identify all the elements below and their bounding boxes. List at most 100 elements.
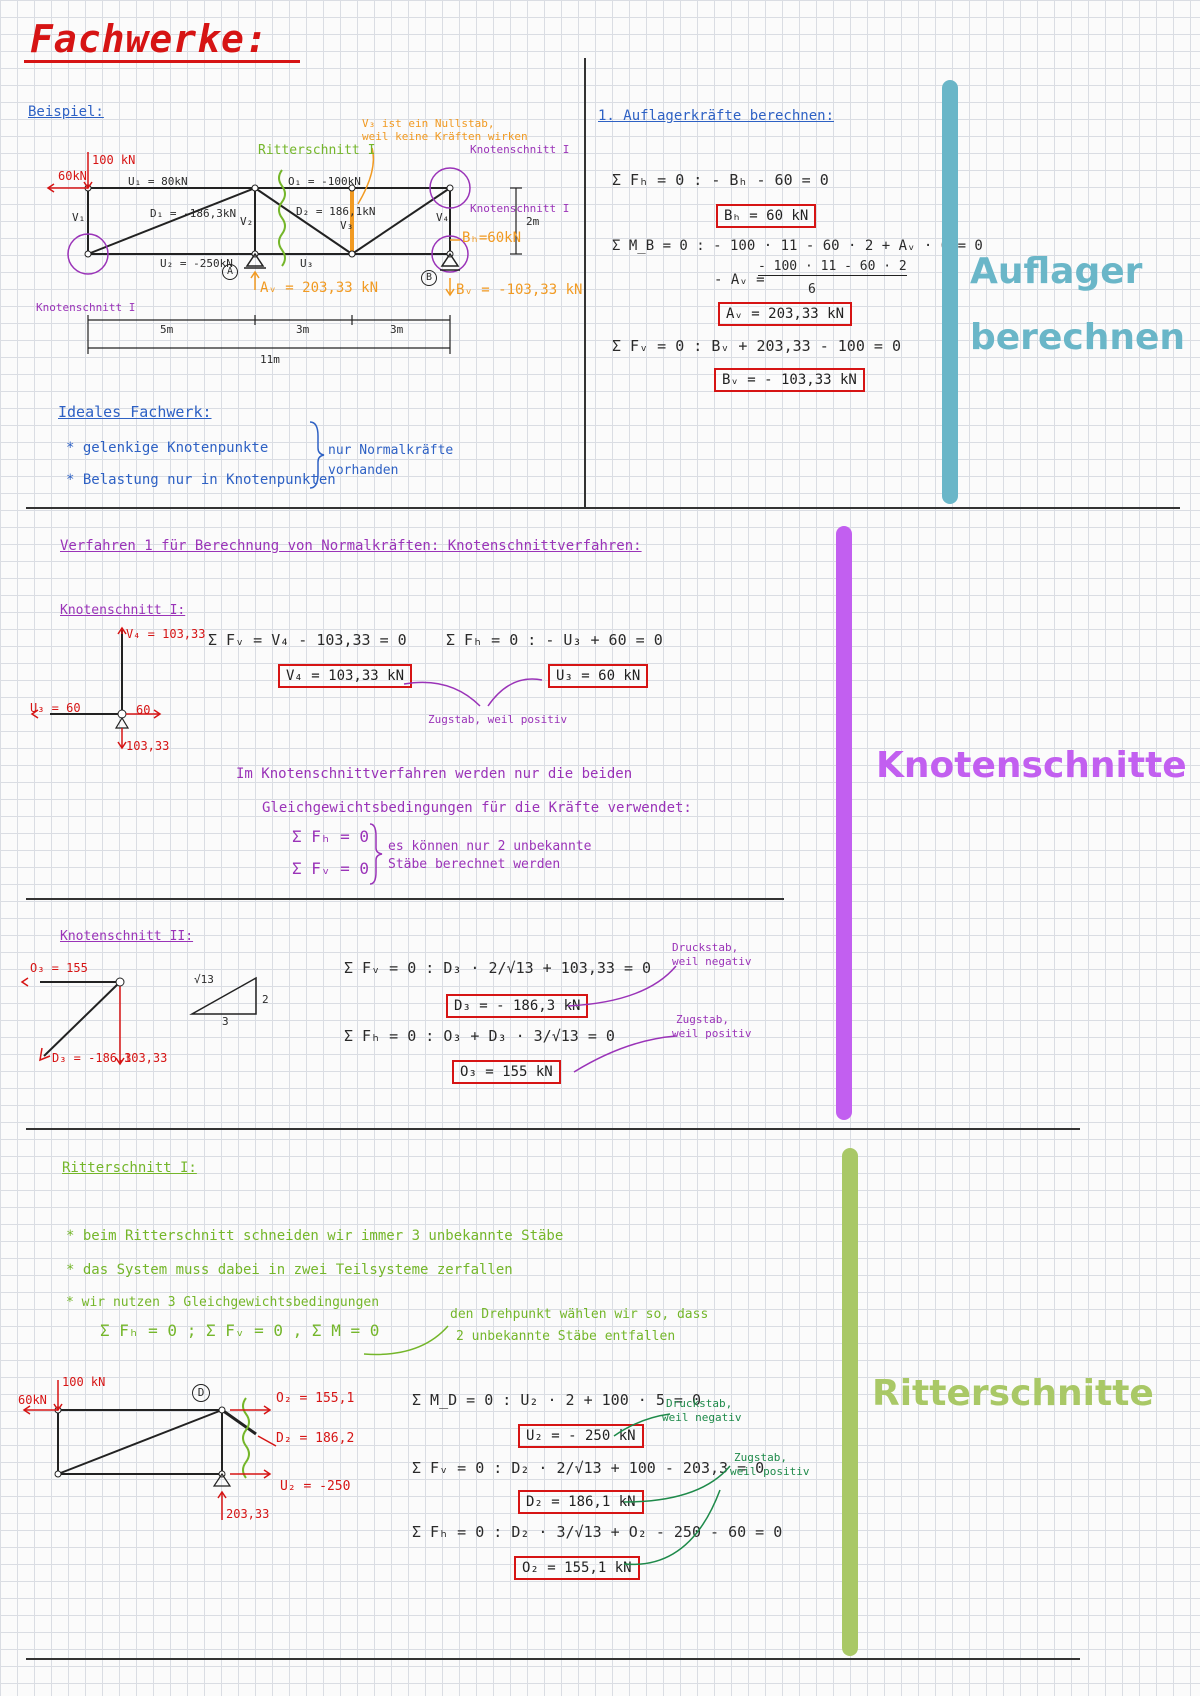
k1-eq-fh: Σ Fₕ = 0 : - U₃ + 60 = 0 xyxy=(446,631,663,649)
ritter-pivot-note-1: den Drehpunkt wählen wir so, dass xyxy=(450,1307,709,1322)
k2-node-diagram xyxy=(20,977,125,1066)
k1-103-label: 103,33 xyxy=(126,739,170,753)
k2-note-zug-1: Zugstab, xyxy=(676,1013,729,1026)
k1-arrows xyxy=(403,678,543,707)
ritter-d2-label: D₂ = 186,2 xyxy=(276,1431,355,1446)
k2-note-druck-2: weil negativ xyxy=(672,955,752,968)
knotenschnitt-left-label: Knotenschnitt I xyxy=(36,301,136,314)
auflager-eq-av-denominator: 6 xyxy=(808,282,816,297)
ritter-bottom-divider xyxy=(26,1658,1080,1660)
ritter-bullet-2: * das System muss dabei in zwei Teilsyst… xyxy=(66,1262,513,1278)
av-reaction-label: Aᵥ = 203,33 kN xyxy=(260,280,379,296)
v3-note-line1: V₃ ist ein Nullstab, xyxy=(362,117,495,130)
dim-3m-b: 3m xyxy=(390,323,404,336)
ritter-result-o2: O₂ = 155,1 kN xyxy=(514,1556,640,1580)
ritter-diagram xyxy=(22,1380,277,1520)
support-b-label: B xyxy=(421,270,437,286)
title-underline xyxy=(24,60,300,63)
knoten-divider xyxy=(26,898,784,900)
k2-arrows xyxy=(567,965,677,1073)
ideal-note-1: nur Normalkräfte xyxy=(328,443,454,458)
auflager-side-label-1: Auflager xyxy=(970,251,1143,292)
k1-eq-fv: Σ Fᵥ = V₄ - 103,33 = 0 xyxy=(208,631,407,649)
k2-triangle-2: 2 xyxy=(262,993,269,1006)
auflager-eq-av-lhs: - Aᵥ = xyxy=(714,272,765,288)
auflager-heading: 1. Auflagerkräfte berechnen: xyxy=(598,108,835,124)
v2-label: V₂ xyxy=(240,215,254,228)
auflager-side-bar xyxy=(942,80,958,504)
ritter-203-label: 203,33 xyxy=(226,1507,270,1521)
k2-note-druck-1: Druckstab, xyxy=(672,941,739,954)
dim-11m: 11m xyxy=(260,353,280,366)
ritter-side-label: Ritterschnitte xyxy=(872,1373,1154,1414)
k2-d3-label: D₃ = -186,3 xyxy=(52,1051,132,1065)
dim-5m: 5m xyxy=(160,323,174,336)
ritter-note-zug-1: Zugstab, xyxy=(734,1451,787,1464)
bv-reaction-label: Bᵥ = -103,33 kN xyxy=(456,282,583,298)
ritter-note-zug-2: weil positiv xyxy=(730,1465,810,1478)
ritter-bullet-3: * wir nutzen 3 Gleichgewichtsbedingungen xyxy=(66,1295,380,1310)
truss-diagram xyxy=(46,147,522,354)
load-60-label: 60kN xyxy=(58,169,87,183)
u1-label: U₁ = 80kN xyxy=(128,175,188,188)
v3-note-line2: weil keine Kräften wirken xyxy=(362,130,528,143)
ritter-load-60: 60kN xyxy=(18,1393,47,1407)
k1-v4-label: V₄ = 103,33 xyxy=(126,627,206,641)
k2-note-zug-2: weil positiv xyxy=(672,1027,752,1040)
support-a-label: A xyxy=(222,264,238,280)
auflager-result-bh: Bₕ = 60 kN xyxy=(716,204,817,228)
bh-reaction-label: Bₕ=60kN xyxy=(462,230,522,246)
k2-o3-label: O₃ = 155 xyxy=(30,961,88,975)
u2-label: U₂ = -250kN xyxy=(160,257,233,270)
u3-label: U₃ xyxy=(300,257,314,270)
k2-triangle xyxy=(189,976,257,1015)
ideal-bullet-2: * Belastung nur in Knotenpunkten xyxy=(66,472,336,488)
knotenschnitt-top-label: Knotenschnitt I xyxy=(470,143,570,156)
ritter-side-bar xyxy=(842,1148,858,1656)
ritter-eq-md: Σ M_D = 0 : U₂ · 2 + 100 · 5 = 0 xyxy=(412,1391,701,1409)
auflager-eq-mb: Σ M_B = 0 : - 100 · 11 - 60 · 2 + Aᵥ · 6… xyxy=(612,238,983,254)
section1-divider-horizontal xyxy=(26,507,1180,509)
beispiel-label: Beispiel: xyxy=(28,104,104,120)
ritter-result-d2: D₂ = 186,1 kN xyxy=(518,1490,644,1514)
knoten-section-divider xyxy=(26,1128,1080,1130)
v3-label: V₃ xyxy=(340,219,354,232)
auflager-result-av: Aᵥ = 203,33 kN xyxy=(718,302,853,326)
ideal-note-2: vorhanden xyxy=(328,463,399,478)
ritter-result-u2: U₂ = - 250 kN xyxy=(518,1424,644,1448)
k2-eq-fh: Σ Fₕ = 0 : O₃ + D₃ · 3/√13 = 0 xyxy=(344,1027,615,1045)
ritter-pivot-arrow xyxy=(363,1325,449,1356)
k1-sum-fv: Σ Fᵥ = 0 xyxy=(292,859,370,878)
dim-3m-a: 3m xyxy=(296,323,310,336)
k1-text-1: Im Knotenschnittverfahren werden nur die… xyxy=(236,766,633,782)
k1-brace-text-2: Stäbe berechnet werden xyxy=(388,857,561,872)
k2-eq-fv: Σ Fᵥ = 0 : D₃ · 2/√13 + 103,33 = 0 xyxy=(344,959,652,977)
ritter-pivot-note-2: 2 unbekannte Stäbe entfallen xyxy=(456,1329,676,1344)
knotenschnitt-right-label: Knotenschnitt I xyxy=(470,202,570,215)
ideal-brace xyxy=(309,421,325,489)
k1-60-label: 60 xyxy=(136,703,151,717)
k1-title: Knotenschnitt I: xyxy=(60,603,186,618)
k2-triangle-3: 3 xyxy=(222,1015,229,1028)
dim-2m: 2m xyxy=(526,215,540,228)
knoten-heading: Verfahren 1 für Berechnung von Normalkrä… xyxy=(60,538,642,554)
knoten-side-label: Knotenschnitte xyxy=(876,745,1187,786)
v1-label: V₁ xyxy=(72,211,86,224)
auflager-eq-av-numerator: - 100 · 11 - 60 · 2 xyxy=(758,259,907,276)
k1-result-u3: U₃ = 60 kN xyxy=(548,664,649,688)
k2-result-o3: O₃ = 155 kN xyxy=(452,1060,561,1084)
k2-triangle-hyp: √13 xyxy=(194,973,214,986)
d2-label: D₂ = 186,1kN xyxy=(296,205,376,218)
ritter-sums: Σ Fₕ = 0 ; Σ Fᵥ = 0 , Σ M = 0 xyxy=(100,1321,380,1340)
k1-u3-label: U₃ = 60 xyxy=(30,701,81,715)
page-title: Fachwerke: xyxy=(30,17,269,61)
v4-label: V₄ xyxy=(436,211,450,224)
ritterschnitt-label: Ritterschnitt I xyxy=(258,143,376,158)
ritter-eq-fh: Σ Fₕ = 0 : D₂ · 3/√13 + O₂ - 250 - 60 = … xyxy=(412,1523,783,1541)
ritter-note-druck-2: weil negativ xyxy=(662,1411,742,1424)
load-100-label: 100 kN xyxy=(92,153,136,167)
auflager-eq-fv: Σ Fᵥ = 0 : Bᵥ + 203,33 - 100 = 0 xyxy=(612,337,901,355)
ritter-eq-fv: Σ Fᵥ = 0 : D₂ · 2/√13 + 100 - 203,3 = 0 xyxy=(412,1459,765,1477)
ritter-load-100: 100 kN xyxy=(62,1375,106,1389)
k1-result-v4: V₄ = 103,33 kN xyxy=(278,664,413,688)
